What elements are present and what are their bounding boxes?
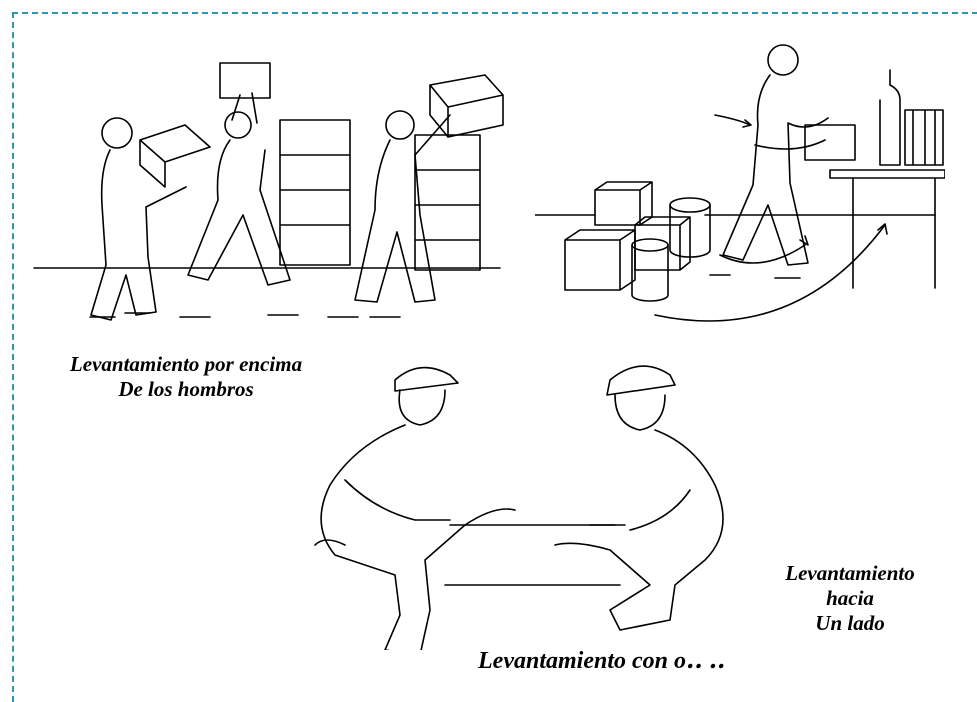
caption-side-line-2: hacia: [826, 586, 874, 610]
caption-side-line-3: Un lado: [815, 611, 885, 635]
caption-side-line-1: Levantamiento: [785, 561, 915, 585]
caption-team-lifting: Levantamiento con o․․ ․․: [478, 648, 726, 674]
caption-overhead-line-2: De los hombros: [118, 377, 254, 401]
caption-side-lifting: Levantamiento hacia Un lado: [745, 561, 955, 636]
dashed-frame: [12, 12, 977, 702]
caption-overhead-line-1: Levantamiento por encima: [69, 352, 303, 376]
team-lifting-illustration: [295, 350, 755, 650]
caption-overhead-lifting: Levantamiento por encima De los hombros: [36, 352, 336, 402]
side-lifting-illustration: [535, 30, 945, 335]
overhead-lifting-illustration: [30, 55, 510, 340]
